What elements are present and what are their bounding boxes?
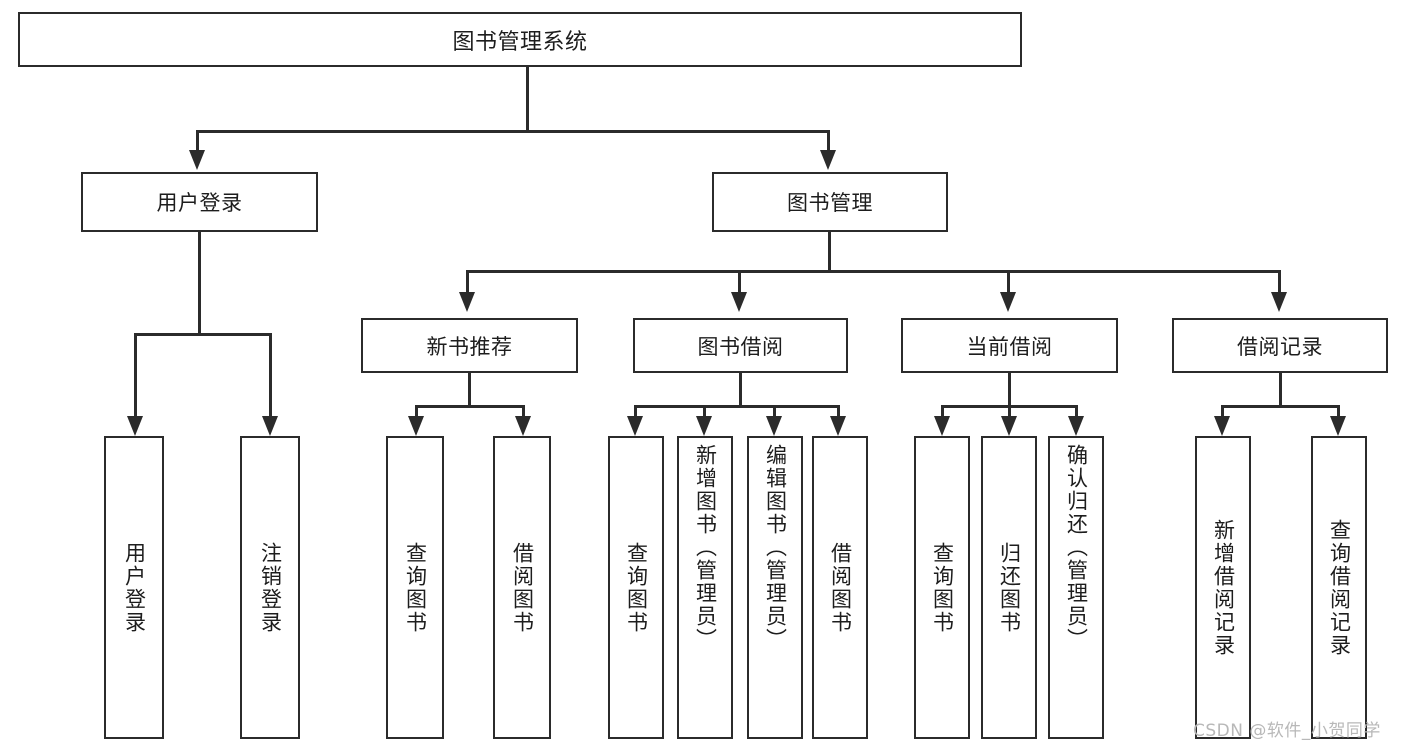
connector-user-login-stem <box>198 232 201 336</box>
arrow-to-confirm-return <box>1068 416 1084 436</box>
connector-book-borrow-stem <box>739 373 742 408</box>
leaf-query-borrow-record[interactable]: 查询借阅记录 <box>1311 436 1367 739</box>
connector-new-books-bar <box>415 405 525 408</box>
arrow-to-query-book-2 <box>627 416 643 436</box>
connector-book-manage-bar <box>466 270 1281 273</box>
connector-new-books-drop-1 <box>415 405 418 418</box>
connector-new-books-stem <box>468 373 471 408</box>
leaf-query-book-new[interactable]: 查询图书 <box>386 436 444 739</box>
node-label: 查询图书 <box>403 541 428 634</box>
node-book-manage[interactable]: 图书管理 <box>712 172 948 232</box>
arrow-to-book-manage <box>820 150 836 170</box>
connector-root-bar <box>196 130 830 133</box>
connector-l3-drop-3 <box>1007 270 1010 294</box>
csdn-watermark: CSDN @软件_小贺同学 <box>1193 721 1381 741</box>
leaf-confirm-return-admin[interactable]: 确认归还（管理员） <box>1048 436 1104 739</box>
connector-book-borrow-drop-3 <box>773 405 776 418</box>
node-label: 用户登录 <box>156 191 243 215</box>
node-root-system[interactable]: 图书管理系统 <box>18 12 1022 67</box>
node-label: 新增借阅记录 <box>1211 518 1236 657</box>
node-label: 注销登录 <box>258 541 283 634</box>
leaf-add-book-admin[interactable]: 新增图书（管理员） <box>677 436 733 739</box>
node-label: 图书管理系统 <box>452 29 588 55</box>
connector-book-borrow-drop-2 <box>703 405 706 418</box>
connector-new-books-drop-2 <box>522 405 525 418</box>
connector-current-drop-1 <box>941 405 944 418</box>
node-label: 借阅记录 <box>1237 334 1323 359</box>
leaf-borrow-book-new[interactable]: 借阅图书 <box>493 436 551 739</box>
leaf-borrow-book-borrow[interactable]: 借阅图书 <box>812 436 868 739</box>
connector-book-borrow-drop-1 <box>634 405 637 418</box>
node-label: 查询图书 <box>930 541 955 634</box>
connector-l3-drop-1 <box>466 270 469 294</box>
leaf-logout[interactable]: 注销登录 <box>240 436 300 739</box>
connector-records-stem <box>1279 373 1282 408</box>
connector-current-drop-2 <box>1008 405 1011 418</box>
arrow-to-query-book-3 <box>934 416 950 436</box>
node-label: 确认归还（管理员） <box>1064 444 1089 651</box>
connector-records-drop-1 <box>1221 405 1224 418</box>
arrow-to-query-book-1 <box>408 416 424 436</box>
node-label: 查询图书 <box>624 541 649 634</box>
node-label: 编辑图书（管理员） <box>763 444 788 651</box>
leaf-query-book-borrow[interactable]: 查询图书 <box>608 436 664 739</box>
node-label: 新增图书（管理员） <box>693 444 718 651</box>
node-label: 查询借阅记录 <box>1327 518 1352 657</box>
connector-l3-drop-4 <box>1278 270 1281 294</box>
arrow-to-borrow-book-2 <box>830 416 846 436</box>
connector-user-login-drop-2 <box>269 333 272 418</box>
connector-records-drop-2 <box>1337 405 1340 418</box>
connector-root-drop-left <box>196 130 199 152</box>
arrow-to-logout-leaf <box>262 416 278 436</box>
connector-book-borrow-drop-4 <box>837 405 840 418</box>
connector-user-login-bar <box>134 333 272 336</box>
node-book-borrow[interactable]: 图书借阅 <box>633 318 848 373</box>
node-user-login[interactable]: 用户登录 <box>81 172 318 232</box>
arrow-to-add-book <box>696 416 712 436</box>
leaf-query-book-current[interactable]: 查询图书 <box>914 436 970 739</box>
arrow-to-add-record <box>1214 416 1230 436</box>
node-label: 借阅图书 <box>828 541 853 634</box>
connector-current-drop-3 <box>1075 405 1078 418</box>
arrow-to-book-borrow <box>731 292 747 312</box>
connector-book-borrow-bar <box>634 405 840 408</box>
arrow-to-query-record <box>1330 416 1346 436</box>
node-label: 当前借阅 <box>966 334 1053 359</box>
arrow-to-user-login-leaf <box>127 416 143 436</box>
arrow-to-new-books <box>459 292 475 312</box>
arrow-to-edit-book <box>766 416 782 436</box>
connector-root-drop-right <box>827 130 830 152</box>
arrow-to-return-book <box>1001 416 1017 436</box>
node-current-borrow[interactable]: 当前借阅 <box>901 318 1118 373</box>
node-label: 归还图书 <box>997 541 1022 634</box>
leaf-user-login[interactable]: 用户登录 <box>104 436 164 739</box>
leaf-add-borrow-record[interactable]: 新增借阅记录 <box>1195 436 1251 739</box>
connector-l3-drop-2 <box>738 270 741 294</box>
connector-user-login-drop-1 <box>134 333 137 418</box>
leaf-edit-book-admin[interactable]: 编辑图书（管理员） <box>747 436 803 739</box>
connector-root-stem <box>526 67 529 132</box>
node-new-book-recommend[interactable]: 新书推荐 <box>361 318 578 373</box>
arrow-to-current-borrow <box>1000 292 1016 312</box>
node-label: 图书借阅 <box>697 334 784 359</box>
node-label: 借阅图书 <box>510 541 535 634</box>
connector-records-bar <box>1221 405 1340 408</box>
node-label: 图书管理 <box>787 191 873 215</box>
arrow-to-user-login <box>189 150 205 170</box>
connector-book-manage-stem <box>828 232 831 273</box>
arrow-to-borrow-records <box>1271 292 1287 312</box>
node-label: 用户登录 <box>122 541 147 634</box>
connector-current-stem <box>1008 373 1011 408</box>
node-label: 新书推荐 <box>426 334 513 359</box>
leaf-return-book[interactable]: 归还图书 <box>981 436 1037 739</box>
arrow-to-borrow-book-1 <box>515 416 531 436</box>
node-borrow-records[interactable]: 借阅记录 <box>1172 318 1388 373</box>
